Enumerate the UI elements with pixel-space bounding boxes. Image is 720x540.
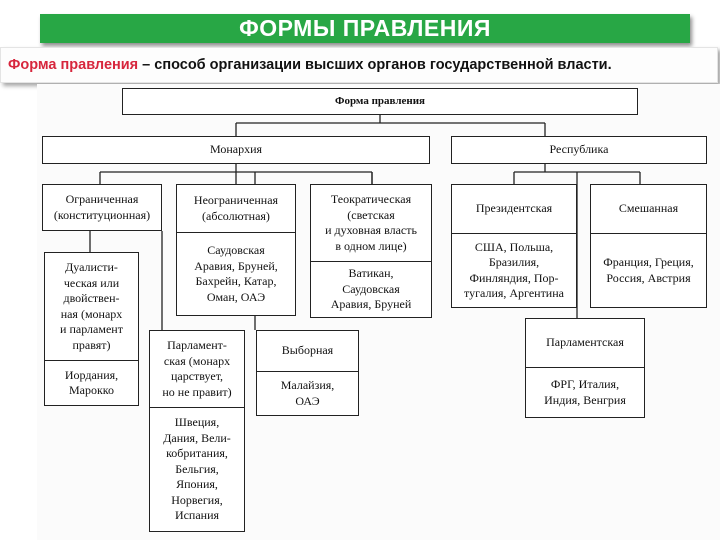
node-examples: США, Польша, Бразилия, Финляндия, Пор- т…	[452, 233, 576, 307]
node-label: Президентская	[475, 201, 553, 216]
node-examples: Иордания, Марокко	[45, 360, 138, 405]
node-examples: Швеция, Дания, Вели- кобритания, Бельгия…	[150, 407, 244, 531]
definition-text: Форма правления – способ организации выс…	[1, 57, 612, 73]
node-label: Дуалисти- ческая или двойствен- ная (мон…	[60, 260, 123, 352]
node-monarchy: Монархия	[42, 136, 430, 164]
node-examples: ФРГ, Италия, Индия, Венгрия	[526, 367, 644, 417]
node-label: Парламент- ская (монарх царствует, но не…	[162, 338, 232, 399]
node-examples: Саудовская Аравия, Бруней, Бахрейн, Ката…	[177, 232, 295, 315]
node-label: Смешанная	[618, 201, 679, 216]
node-parliamentary-republic: Парламентская ФРГ, Италия, Индия, Венгри…	[525, 318, 645, 418]
node-republic: Республика	[451, 136, 707, 164]
title-banner: ФОРМЫ ПРАВЛЕНИЯ	[40, 14, 690, 43]
node-examples: Франция, Греция, Россия, Австрия	[591, 233, 706, 307]
node-mixed-republic: Смешанная Франция, Греция, Россия, Австр…	[590, 184, 707, 308]
node-parliamentary-monarchy: Парламент- ская (монарх царствует, но не…	[149, 330, 245, 532]
node-label: Ограниченная (конституционная)	[53, 192, 151, 222]
node-examples: Малайзия, ОАЭ	[257, 371, 358, 415]
node-absolute-monarchy: Неограниченная (абсолютная) Саудовская А…	[176, 184, 296, 316]
node-label: Теократическая (светская и духовная влас…	[325, 192, 417, 253]
definition-term: Форма правления	[8, 57, 139, 73]
node-limited-monarchy: Ограниченная (конституционная)	[42, 184, 162, 231]
node-label: Неограниченная (абсолютная)	[193, 193, 279, 223]
node-label: Выборная	[281, 343, 334, 358]
definition-box: Форма правления – способ организации выс…	[0, 47, 718, 83]
slide-title: ФОРМЫ ПРАВЛЕНИЯ	[239, 15, 491, 41]
node-dualistic-monarchy: Дуалисти- ческая или двойствен- ная (мон…	[44, 252, 139, 406]
node-theocratic-monarchy: Теократическая (светская и духовная влас…	[310, 184, 432, 318]
node-label: Форма правления	[335, 94, 425, 107]
node-label: Парламентская	[546, 335, 624, 350]
node-form-of-government: Форма правления	[122, 88, 638, 115]
node-examples: Ватикан, Саудовская Аравия, Бруней	[311, 261, 431, 317]
node-label: Республика	[549, 142, 609, 157]
definition-rest: – способ организации высших органов госу…	[138, 57, 612, 73]
node-elective-monarchy: Выборная Малайзия, ОАЭ	[256, 330, 359, 416]
node-label: Монархия	[209, 142, 263, 157]
node-presidential-republic: Президентская США, Польша, Бразилия, Фин…	[451, 184, 577, 308]
